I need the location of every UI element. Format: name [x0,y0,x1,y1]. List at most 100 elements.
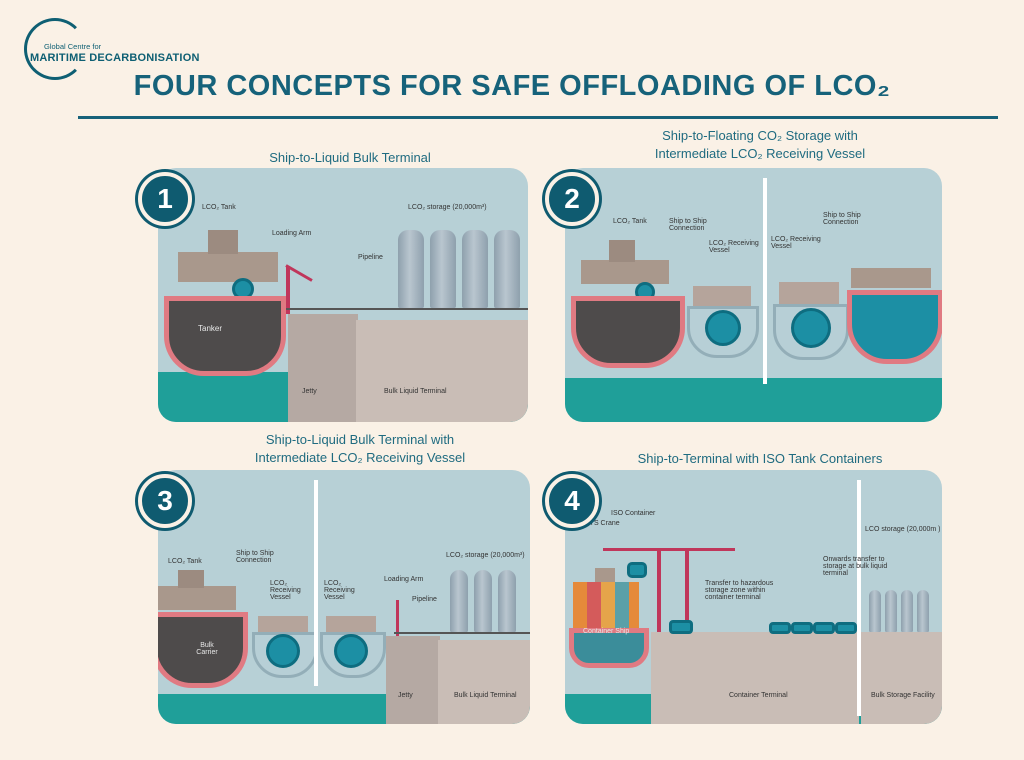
receiving-vessel-label-1: LCO₂ Receiving Vessel [270,580,301,601]
iso-tank-truck-icon [669,620,693,634]
tank-label: LCO₂ Tank [202,204,236,211]
water [565,378,942,422]
break-line [857,480,861,716]
loading-arm-icon [286,266,290,314]
page-title: FOUR CONCEPTS FOR SAFE OFFLOADING OF LCO… [133,70,891,102]
sts-label: Ship to Ship Connection [236,550,274,564]
storage-label: LCO₂ storage (20,000m³) [446,552,525,559]
sts-label-2: Ship to Ship Connection [823,212,861,226]
receiving-vessel-deck [779,282,839,304]
iso-container-label: ISO Container [611,510,656,517]
bulk-liquid-terminal [356,320,528,422]
bulk-facility-label: Bulk Storage Facility [871,692,935,699]
storage-tank-icon [398,230,424,308]
jetty [386,636,440,724]
concept-number-2: 2 [545,172,599,226]
bulk-storage-facility [861,632,942,724]
storage-tank-icon [498,570,516,632]
logo-ring-icon [24,18,86,80]
receiving-vessel-deck [326,616,376,632]
carrier-superstructure [158,586,236,610]
receiving-vessel-deck [693,286,751,306]
transfer-label: Transfer to hazardous storage zone withi… [705,580,774,601]
receiving-vessel-label-2: LCO₂ Receiving Vessel [324,580,355,601]
terminal-label: Bulk Liquid Terminal [384,388,447,395]
pipeline-label: Pipeline [412,596,437,603]
jetty [288,314,358,422]
tanker-bridge [208,230,238,254]
storage-tank-icon [494,230,520,308]
storage-tank-icon [869,590,881,632]
receiving-tank-icon [266,634,300,668]
onwards-transfer-label: Onwards transfer to storage at bulk liqu… [823,556,888,577]
storage-vessel-superstructure [851,268,931,288]
tanker-superstructure [178,252,278,282]
storage-label: LCO₂ storage (20,000m³) [408,204,487,211]
tanker-hull [164,296,286,376]
tanker-bridge [609,240,635,262]
carrier-bridge [178,570,204,588]
break-line [763,178,767,384]
tanker-superstructure [581,260,669,284]
caption-3-line2: Intermediate LCO₂ Receiving Vessel [254,450,466,465]
receiving-tank-icon [334,634,368,668]
receiving-vessel-label-1: LCO₂ Receiving Vessel [709,240,759,254]
jetty-label: Jetty [302,388,317,395]
container-ship-label: Container Ship [583,628,630,635]
iso-tank-icon [791,622,813,634]
container-stack [573,582,639,630]
tanker-hull [571,296,685,368]
logo: Global Centre for MARITIME DECARBONISATI… [22,18,199,80]
loading-arm-label: Loading Arm [384,576,424,583]
loading-arm-icon [396,600,399,636]
terminal-label: Bulk Liquid Terminal [454,692,517,699]
jetty-label: Jetty [398,692,413,699]
pipeline-label: Pipeline [358,254,383,261]
concept-number-4: 4 [545,474,599,528]
tank-label: LCO₂ Tank [613,218,647,225]
storage-label: LCO storage (20,000m ) [865,526,941,533]
iso-tank-icon [813,622,835,634]
panel-2: LCO₂ Tank Ship to Ship Connection LCO₂ R… [565,168,942,422]
tank-label: LCO₂ Tank [168,558,202,565]
title-divider [78,116,998,119]
receiving-vessel-deck [258,616,308,632]
receiving-vessel-label-2: LCO₂ Receiving Vessel [771,236,821,250]
storage-tank-icon [885,590,897,632]
pipeline-icon [394,632,530,634]
caption-2: Ship-to-Floating CO₂ Storage with Interm… [590,127,930,163]
panel-3: Bulk Carrier LCO₂ Tank Ship to Ship Conn… [158,470,530,724]
storage-tank-icon [430,230,456,308]
floating-storage-hull [847,290,942,364]
container-ship-hull [569,628,649,668]
iso-tank-icon [769,622,791,634]
sts-crane-leg [685,550,689,634]
storage-tank-icon [474,570,492,632]
bulk-carrier-hull [158,612,248,688]
caption-2-line1: Ship-to-Floating CO₂ Storage with [662,128,858,143]
caption-4: Ship-to-Terminal with ISO Tank Container… [637,451,883,466]
container-ship-bridge [595,568,615,582]
storage-tank-icon [901,590,913,632]
carrier-label: Bulk Carrier [196,642,218,656]
sts-label-1: Ship to Ship Connection [669,218,707,232]
concept-number-1: 1 [138,172,192,226]
panel-1: Tanker LCO₂ Tank Loading Arm Pipeline LC… [158,168,528,422]
logo-line2: MARITIME DECARBONISATION [30,52,200,64]
sts-crane-label: STS Crane [585,520,620,527]
sts-crane-leg [657,550,661,634]
iso-tank-icon [835,622,857,634]
iso-container-icon [627,562,647,578]
storage-tank-icon [450,570,468,632]
storage-tank-icon [462,230,488,308]
loading-arm-label: Loading Arm [272,230,312,237]
container-terminal [651,632,859,724]
container-terminal-label: Container Terminal [729,692,788,699]
break-line [314,480,318,686]
caption-3: Ship-to-Liquid Bulk Terminal with Interm… [200,431,520,467]
panel-4: STS Crane ISO Container Container Ship T… [565,470,942,724]
sts-crane-boom-icon [603,548,735,551]
receiving-tank-icon [791,308,831,348]
pipeline-icon [286,308,528,310]
caption-2-line2: Intermediate LCO₂ Receiving Vessel [654,146,866,161]
